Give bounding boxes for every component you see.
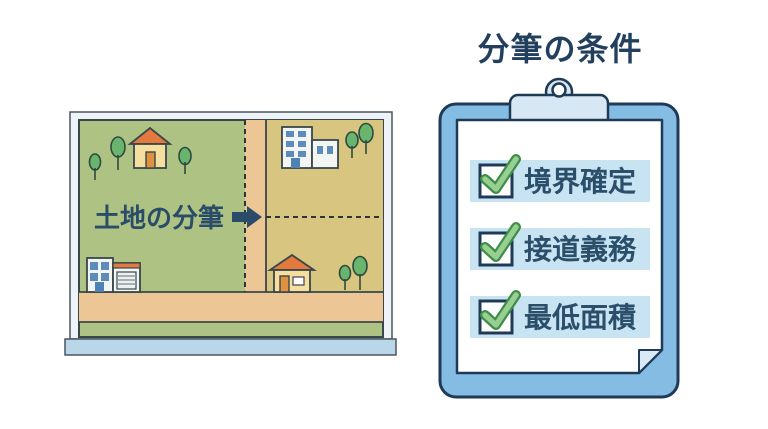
checklist-row: 境界確定 — [470, 154, 650, 202]
arrow-right-icon — [232, 206, 262, 228]
office-building-icon — [281, 122, 374, 169]
checkmark-icon — [482, 224, 519, 260]
frame-tray — [64, 338, 397, 356]
checkmark-icon — [482, 156, 519, 192]
checklist-label: 最低面積 — [524, 302, 636, 333]
land-subdivision-figure: 土地の分筆 — [64, 111, 397, 356]
garage-building-icon — [86, 257, 141, 293]
checklist-label: 接道義務 — [524, 233, 637, 265]
checklist-row: 最低面積 — [470, 290, 650, 338]
road-horizontal — [79, 292, 383, 322]
house-icon — [267, 253, 368, 293]
page-curl-icon — [638, 349, 663, 374]
figure-caption: 土地の分筆 — [94, 203, 224, 233]
checkmark-icon — [482, 292, 519, 328]
checklist-label: 境界確定 — [524, 165, 636, 197]
clip-hole-icon — [551, 82, 567, 98]
checklist-row: 接道義務 — [470, 222, 650, 270]
house-icon — [88, 126, 192, 180]
clipboard: 境界確定 接道義務 最低面積 — [438, 77, 680, 399]
page-title: 分筆の条件 — [477, 31, 643, 67]
